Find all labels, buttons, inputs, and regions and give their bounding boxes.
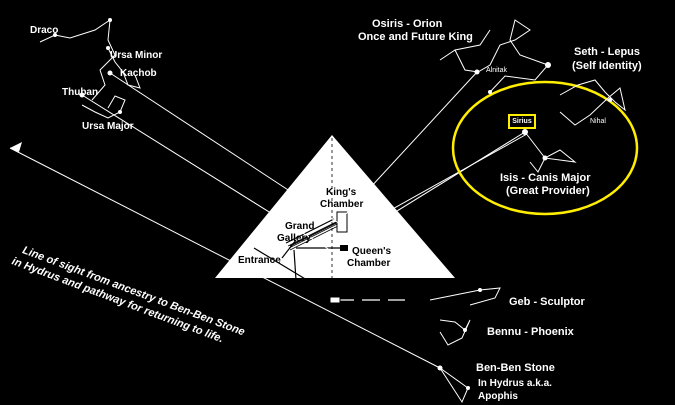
star bbox=[608, 98, 612, 102]
star bbox=[108, 18, 112, 22]
line-sirius-1 bbox=[349, 131, 526, 241]
star bbox=[53, 33, 57, 37]
isis-highlight-ellipse bbox=[451, 80, 639, 216]
star bbox=[107, 70, 113, 76]
hydrus-figure bbox=[439, 367, 469, 404]
label-ursa-major: Ursa Major bbox=[82, 121, 134, 132]
label-grand-2: Gallery bbox=[277, 233, 311, 244]
label-entrance: Entrance bbox=[238, 255, 281, 266]
label-benben-2: In Hydrus a.k.a. bbox=[478, 378, 552, 389]
label-osiris-1: Osiris - Orion bbox=[372, 18, 443, 30]
label-isis-2: (Great Provider) bbox=[506, 185, 590, 197]
label-osiris-2: Once and Future King bbox=[358, 31, 473, 43]
star bbox=[118, 110, 122, 114]
label-nihal: Nihal bbox=[590, 118, 606, 125]
stars bbox=[53, 18, 612, 390]
grand-gallery bbox=[287, 220, 341, 251]
label-seth-2: (Self Identity) bbox=[572, 60, 642, 72]
star bbox=[79, 92, 85, 98]
star bbox=[478, 288, 482, 292]
queens-chamber-block bbox=[340, 245, 348, 251]
label-isis-1: Isis - Canis Major bbox=[500, 172, 591, 184]
label-kings-2: Chamber bbox=[320, 199, 364, 210]
label-queens-2: Chamber bbox=[347, 258, 391, 269]
line-kachob bbox=[109, 72, 341, 225]
lepus-figure bbox=[559, 79, 626, 126]
star bbox=[463, 328, 467, 332]
well-shaft bbox=[293, 249, 297, 281]
grand-gallery-outline bbox=[289, 221, 339, 247]
phoenix-figure bbox=[439, 319, 471, 346]
sightline-arrowhead bbox=[10, 142, 22, 152]
line-sirius-2 bbox=[354, 133, 528, 231]
constellation-figures bbox=[39, 18, 626, 404]
label-ursa-minor: Ursa Minor bbox=[110, 50, 163, 61]
line-benben bbox=[9, 147, 441, 369]
label-draco: Draco bbox=[30, 25, 59, 36]
label-queens-1: Queen's bbox=[352, 246, 392, 257]
sculptor-figure bbox=[429, 287, 501, 306]
label-benben-3: Apophis bbox=[478, 391, 518, 402]
subterranean-chamber bbox=[329, 296, 341, 304]
star bbox=[106, 46, 110, 50]
canis-major-figure bbox=[524, 131, 577, 173]
line-alnitak bbox=[344, 71, 478, 216]
pyramid bbox=[215, 135, 455, 278]
label-alnitak: Alnitak bbox=[486, 67, 508, 74]
ursa-minor-figure bbox=[107, 47, 141, 89]
label-thuban: Thuban bbox=[62, 87, 99, 98]
label-bennu: Bennu - Phoenix bbox=[487, 326, 574, 338]
label-kachob: Kachob bbox=[120, 68, 157, 79]
label-geb: Geb - Sculptor bbox=[509, 296, 585, 308]
star bbox=[522, 129, 528, 135]
label-benben-title: Ben-Ben Stone bbox=[476, 362, 555, 374]
star bbox=[474, 69, 480, 75]
star bbox=[488, 90, 492, 94]
star bbox=[466, 386, 470, 390]
draco-figure bbox=[39, 18, 116, 101]
star bbox=[542, 155, 548, 161]
orion-figure bbox=[454, 19, 549, 93]
star bbox=[437, 365, 443, 371]
label-kings-1: King's bbox=[326, 187, 357, 198]
star bbox=[545, 62, 551, 68]
label-grand-1: Grand bbox=[285, 221, 315, 232]
descending-passage bbox=[253, 247, 341, 301]
line-thuban bbox=[81, 94, 331, 251]
sight-lines bbox=[9, 71, 528, 369]
label-sirius: Sirius bbox=[508, 114, 536, 129]
label-seth-1: Seth - Lepus bbox=[574, 46, 641, 58]
